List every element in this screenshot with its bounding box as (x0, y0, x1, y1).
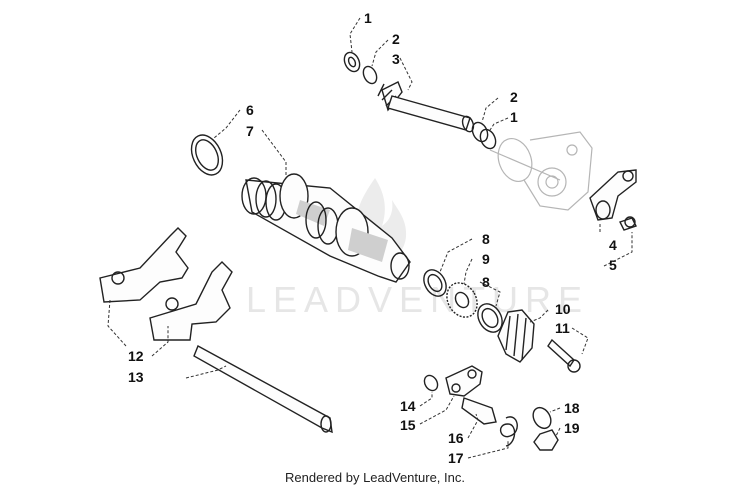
upper-shaft-assembly (343, 51, 561, 181)
callout-5: 5 (609, 257, 617, 273)
callout-labels: 1 2 3 2 1 6 7 4 5 8 9 8 10 11 12 13 14 1… (128, 10, 617, 466)
callout-1-right: 1 (510, 109, 518, 125)
callout-18: 18 (564, 400, 580, 416)
callout-7: 7 (246, 123, 254, 139)
shift-forks (99, 227, 333, 434)
callout-1-top: 1 (364, 10, 372, 26)
leader-lines (107, 17, 633, 459)
callout-10: 10 (555, 301, 571, 317)
shift-drum (190, 134, 411, 283)
drum-housing (497, 131, 593, 211)
callout-11: 11 (555, 320, 570, 336)
callout-19: 19 (564, 420, 580, 436)
drum-end-parts (423, 269, 581, 373)
callout-8-lower: 8 (482, 274, 490, 290)
callout-12: 12 (128, 348, 144, 364)
callout-9: 9 (482, 251, 490, 267)
callout-3: 3 (392, 51, 400, 67)
callout-15: 15 (400, 417, 416, 433)
callout-2-right: 2 (510, 89, 518, 105)
stopper-parts (423, 365, 559, 451)
callout-14: 14 (400, 398, 416, 414)
shift-arm (589, 169, 637, 231)
callout-4: 4 (609, 237, 617, 253)
callout-13: 13 (128, 369, 144, 385)
watermark-text: LEADVENTURE (246, 279, 589, 320)
callout-6: 6 (246, 102, 254, 118)
rendered-by-footer: Rendered by LeadVenture, Inc. (285, 470, 465, 485)
callout-17: 17 (448, 450, 464, 466)
callout-8-top: 8 (482, 231, 490, 247)
callout-16: 16 (448, 430, 464, 446)
callout-2-top: 2 (392, 31, 400, 47)
